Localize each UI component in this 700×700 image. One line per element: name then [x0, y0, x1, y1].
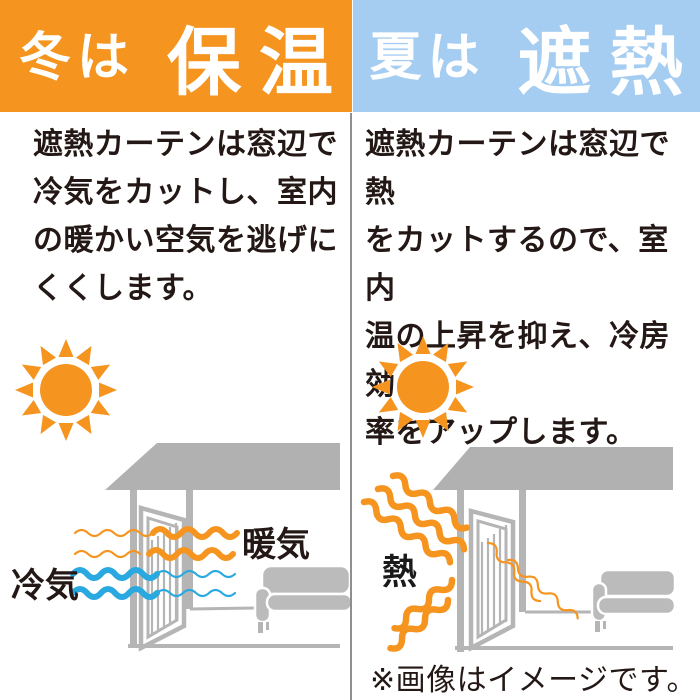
- panel-divider: [350, 113, 352, 700]
- warm-air-label: 暖気: [242, 526, 310, 564]
- winter-illustration: 暖気 冷気: [11, 339, 350, 652]
- sofa-icon: [253, 564, 350, 633]
- cold-air-label: 冷気: [11, 567, 79, 605]
- summer-header-large-text: 遮熱: [517, 20, 700, 104]
- summer-header-small-text: 夏は: [369, 28, 486, 87]
- winter-description: 遮熱カーテンは窓辺で 冷気をカットし、室内 の暖かい空気を逃げに くくします。: [33, 128, 338, 305]
- summer-illustration: 熱: [360, 336, 677, 652]
- winter-header: 冬は 保温: [0, 0, 352, 112]
- cold-air-waves-icon: [70, 567, 237, 600]
- summer-description: 遮熱カーテンは窓辺で熱 をカットするので、室内 温の上昇を抑え、冷房効 率をアッ…: [365, 128, 670, 449]
- heat-label: 熱: [382, 553, 417, 592]
- window-curtain-icon: [468, 508, 516, 652]
- heat-waves-deflected-icon: [387, 576, 456, 652]
- warm-air-waves-icon: [73, 526, 240, 561]
- image-disclaimer-note: ※画像はイメージです。: [369, 664, 697, 697]
- winter-header-small-text: 冬は: [18, 28, 135, 87]
- house-icon: [433, 447, 673, 652]
- sun-icon: [372, 336, 474, 438]
- heat-waves-inside-icon: [486, 541, 579, 620]
- summer-header: 夏は 遮熱: [353, 0, 700, 112]
- heat-waves-incoming-icon: [360, 472, 470, 566]
- winter-header-large-text: 保温: [167, 20, 351, 104]
- sofa-icon: [590, 568, 677, 632]
- sun-icon: [15, 339, 117, 441]
